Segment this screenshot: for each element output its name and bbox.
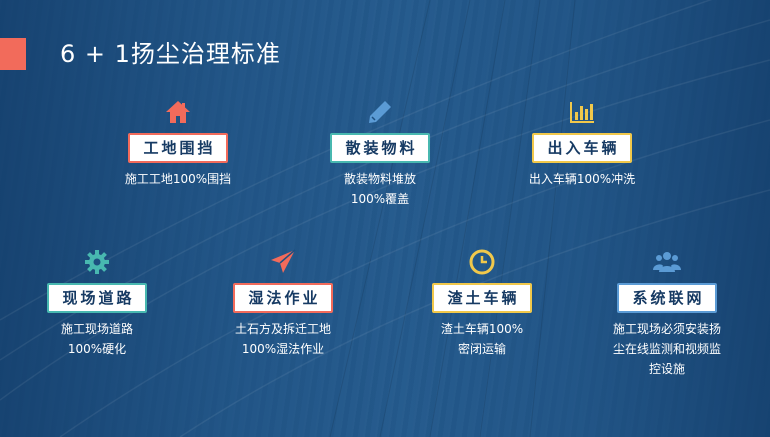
bar-chart-icon (570, 102, 594, 123)
item-site-roads: 现场道路 施工现场道路 100%硬化 (2, 248, 192, 359)
item-label: 散装物料 (330, 133, 430, 163)
item-system-networking: 系统联网 施工现场必须安装扬 尘在线监测和视频监 控设施 (572, 248, 762, 379)
title-accent-bar (0, 38, 26, 70)
item-wet-operation: 湿法作业 土石方及拆迁工地 100%湿法作业 (188, 248, 378, 359)
item-label: 出入车辆 (532, 133, 632, 163)
item-bulk-materials: 散装物料 散装物料堆放 100%覆盖 (285, 98, 475, 209)
item-muck-trucks: 渣土车辆 渣土车辆100% 密闭运输 (387, 248, 577, 359)
item-desc: 施工现场必须安装扬 尘在线监测和视频监 控设施 (612, 322, 721, 376)
item-label: 渣土车辆 (432, 283, 532, 313)
item-label: 现场道路 (47, 283, 147, 313)
item-label: 湿法作业 (233, 283, 333, 313)
item-site-enclosure: 工地围挡 施工工地100%围挡 (83, 98, 273, 189)
item-desc: 施工工地100%围挡 (124, 172, 232, 186)
item-desc: 土石方及拆迁工地 100%湿法作业 (234, 322, 331, 356)
item-desc: 散装物料堆放 100%覆盖 (343, 172, 416, 206)
item-desc: 出入车辆100%冲洗 (528, 172, 636, 186)
item-desc: 渣土车辆100% 密闭运输 (440, 322, 524, 356)
paper-plane-icon (271, 249, 296, 273)
item-label: 系统联网 (617, 283, 717, 313)
item-desc: 施工现场道路 100%硬化 (60, 322, 133, 356)
page-title: 6 + 1扬尘治理标准 (60, 40, 281, 68)
house-icon (166, 101, 190, 123)
pencil-icon (369, 101, 391, 123)
clock-icon (469, 249, 495, 275)
gear-icon (85, 250, 109, 274)
item-vehicles-in-out: 出入车辆 出入车辆100%冲洗 (487, 98, 677, 189)
item-label: 工地围挡 (128, 133, 228, 163)
users-icon (653, 252, 681, 272)
